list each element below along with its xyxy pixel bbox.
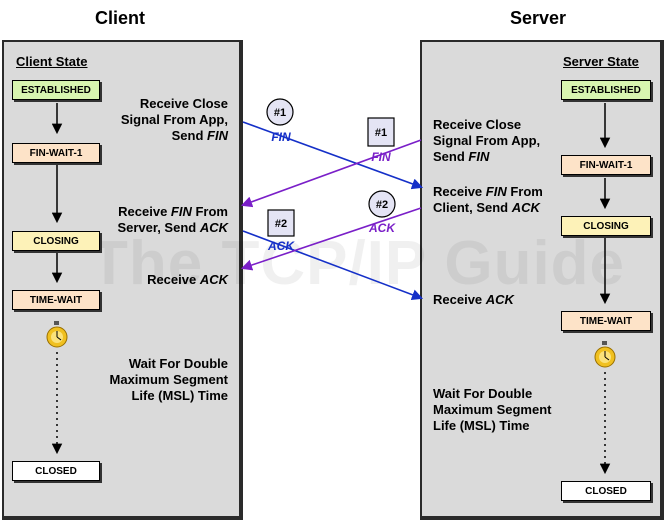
server-fin-label: FIN bbox=[371, 150, 391, 164]
server-state-fin-wait-1: FIN-WAIT-1 bbox=[561, 155, 651, 175]
client-panel: Client State bbox=[2, 40, 243, 520]
client-state-established: ESTABLISHED bbox=[12, 80, 100, 100]
client-label-wait: Wait For Double Maximum Segment Life (MS… bbox=[109, 356, 228, 403]
server-state-closed: CLOSED bbox=[561, 481, 651, 501]
client-fin-tag-label: #1 bbox=[274, 107, 286, 119]
client-ack-label: ACK bbox=[267, 239, 295, 253]
client-timer-icon bbox=[46, 321, 68, 348]
client-ack-tag bbox=[267, 209, 295, 237]
server-panel: Server State bbox=[420, 40, 664, 520]
server-label-receive-ack: Receive ACK bbox=[433, 292, 514, 307]
server-fin-tag bbox=[367, 117, 395, 147]
server-state-closing: CLOSING bbox=[561, 216, 651, 236]
server-heading: Server bbox=[510, 8, 567, 28]
client-ack-tag-label: #2 bbox=[275, 218, 287, 230]
server-ack-tag bbox=[368, 190, 396, 218]
server-state-title: Server State bbox=[563, 54, 639, 69]
client-fin-label: FIN bbox=[271, 130, 291, 144]
server-label-wait: Wait For Double Maximum Segment Life (MS… bbox=[433, 386, 552, 433]
client-state-time-wait: TIME-WAIT bbox=[12, 290, 100, 310]
client-heading: Client bbox=[95, 8, 146, 28]
server-ack-arrow bbox=[240, 207, 422, 271]
client-fin-tag bbox=[266, 98, 294, 126]
client-fin-arrow bbox=[242, 121, 424, 190]
server-fin-tag-label: #1 bbox=[375, 127, 387, 139]
server-label-receive-close: Receive Close Signal From App, Send FIN bbox=[433, 117, 541, 164]
client-state-closing: CLOSING bbox=[12, 231, 100, 251]
client-label-receive-close: Receive Close Signal From App, Send FIN bbox=[120, 96, 228, 143]
client-label-receive-fin: Receive FIN From Server, Send ACK bbox=[117, 204, 228, 235]
server-state-established: ESTABLISHED bbox=[561, 80, 651, 100]
client-label-receive-ack: Receive ACK bbox=[147, 272, 228, 287]
client-state-closed: CLOSED bbox=[12, 461, 100, 481]
server-ack-label: ACK bbox=[368, 221, 396, 235]
watermark: The TCP/IP Guide bbox=[90, 229, 626, 298]
server-label-receive-fin: Receive FIN From Client, Send ACK bbox=[433, 184, 543, 215]
server-ack-tag-label: #2 bbox=[376, 199, 388, 211]
client-ack-arrow bbox=[242, 230, 424, 301]
server-timer-icon bbox=[594, 341, 616, 368]
client-state-fin-wait-1: FIN-WAIT-1 bbox=[12, 143, 100, 163]
client-state-title: Client State bbox=[16, 54, 88, 69]
server-state-time-wait: TIME-WAIT bbox=[561, 311, 651, 331]
server-fin-arrow bbox=[240, 139, 422, 208]
